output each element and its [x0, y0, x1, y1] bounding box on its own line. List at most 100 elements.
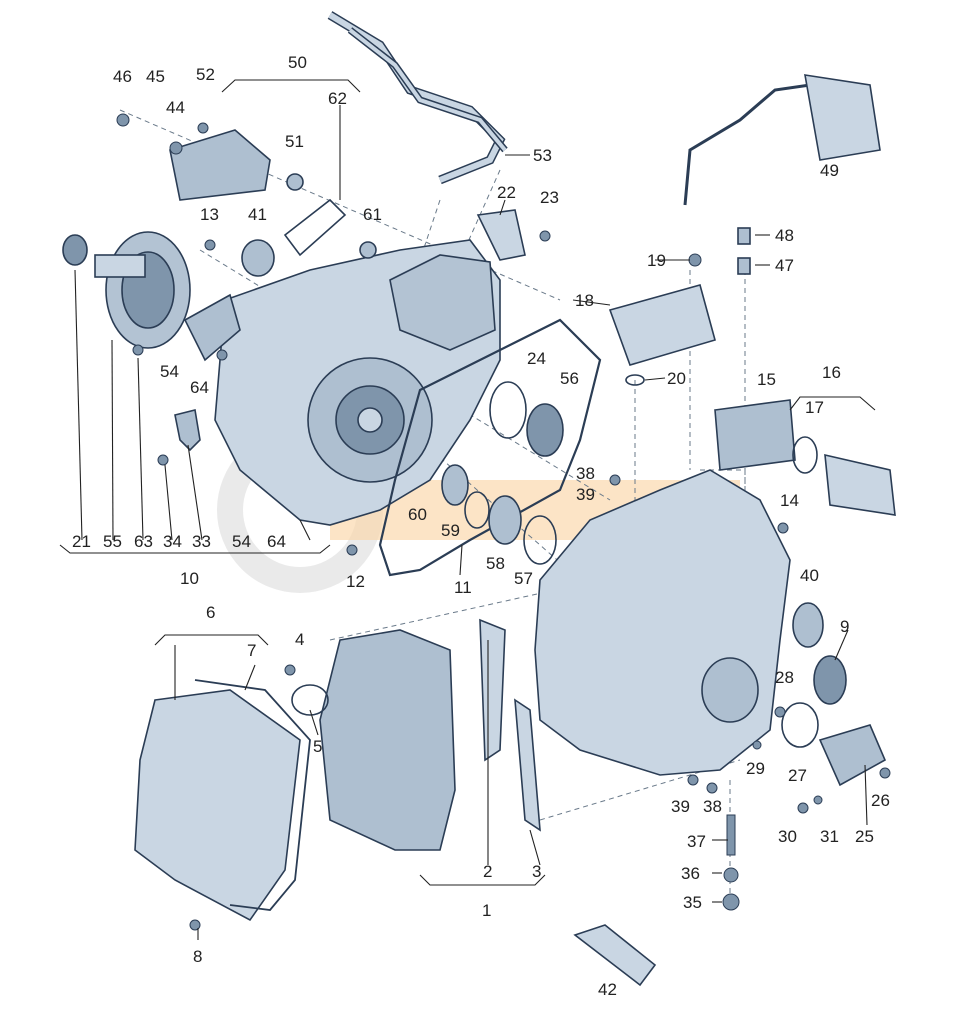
flange-25 — [818, 724, 887, 787]
callout-2: 2 — [483, 862, 492, 881]
callout-30: 30 — [778, 827, 797, 846]
sensor-bracket — [169, 129, 271, 201]
callout-38b: 38 — [703, 797, 722, 816]
control-unit — [804, 74, 881, 161]
callout-9: 9 — [840, 617, 849, 636]
callout-64b: 64 — [267, 532, 286, 551]
callout-54b: 54 — [232, 532, 251, 551]
seal-5 — [291, 684, 329, 716]
callout-1: 1 — [482, 901, 491, 920]
bracket-22 — [476, 209, 526, 261]
callout-17: 17 — [805, 398, 824, 417]
callout-41: 41 — [248, 205, 267, 224]
gasket-2 — [479, 618, 506, 762]
callout-39b: 39 — [671, 797, 690, 816]
callout-59: 59 — [441, 521, 460, 540]
seal-40 — [792, 602, 824, 648]
callout-55: 55 — [103, 532, 122, 551]
callout-45: 45 — [146, 67, 165, 86]
bearing-cap — [183, 293, 241, 362]
o-ring-27 — [781, 702, 819, 748]
gasket-62 — [283, 198, 347, 257]
plug-51 — [286, 173, 304, 191]
callout-49: 49 — [820, 161, 839, 180]
callout-16: 16 — [822, 363, 841, 382]
oil-filter — [714, 399, 796, 471]
case-bore — [701, 657, 759, 723]
callout-63: 63 — [134, 532, 153, 551]
oil-pan-gasket — [194, 679, 311, 911]
gasket-3 — [514, 698, 541, 832]
callout-50: 50 — [288, 53, 307, 72]
callout-22: 22 — [497, 183, 516, 202]
seal-rings — [441, 381, 564, 565]
oil-pan — [134, 689, 301, 922]
callout-46: 46 — [113, 67, 132, 86]
cover-9 — [813, 655, 847, 705]
callout-35: 35 — [683, 893, 702, 912]
callout-6: 6 — [206, 603, 215, 622]
callout-34: 34 — [163, 532, 182, 551]
callout-13: 13 — [200, 205, 219, 224]
callout-8: 8 — [193, 947, 202, 966]
callout-24: 24 — [527, 349, 546, 368]
callout-52: 52 — [196, 65, 215, 84]
callout-26: 26 — [871, 791, 890, 810]
callout-51: 51 — [285, 132, 304, 151]
callout-4: 4 — [295, 630, 304, 649]
shaft-seal — [62, 234, 88, 266]
callout-44: 44 — [166, 98, 185, 117]
sealant-tube — [573, 924, 657, 987]
filter-housing — [824, 453, 896, 516]
callout-37: 37 — [687, 832, 706, 851]
gearbox-housing — [214, 239, 501, 526]
callout-60: 60 — [408, 505, 427, 524]
callout-12: 12 — [346, 572, 365, 591]
oil-seal-41 — [241, 239, 275, 277]
control-unit-cable — [683, 83, 811, 206]
callout-labels: 46 45 44 52 50 62 51 53 49 22 23 13 41 6… — [72, 53, 890, 999]
callout-62: 62 — [328, 89, 347, 108]
o-ring-20 — [625, 374, 645, 386]
callout-58: 58 — [486, 554, 505, 573]
o-ring-17 — [792, 436, 818, 474]
callout-56: 56 — [560, 369, 579, 388]
callout-48: 48 — [775, 226, 794, 245]
callout-14: 14 — [780, 491, 799, 510]
callout-21: 21 — [72, 532, 91, 551]
callout-33: 33 — [192, 532, 211, 551]
callout-40: 40 — [800, 566, 819, 585]
callout-39a: 39 — [576, 485, 595, 504]
callout-27: 27 — [788, 766, 807, 785]
callout-25: 25 — [855, 827, 874, 846]
leader-lines — [74, 105, 868, 940]
housing-gasket — [378, 318, 602, 577]
callout-38: 38 — [576, 464, 595, 483]
valve-body — [319, 629, 456, 851]
ring-gear — [94, 231, 191, 349]
callout-53: 53 — [533, 146, 552, 165]
fitting-47 — [737, 257, 751, 275]
callout-11: 11 — [454, 578, 472, 597]
callout-28: 28 — [775, 668, 794, 687]
callout-42: 42 — [598, 980, 617, 999]
oil-cooler — [608, 284, 716, 366]
callout-54: 54 — [160, 362, 179, 381]
callout-36: 36 — [681, 864, 700, 883]
elbow-connector — [174, 409, 201, 452]
group-brackets — [59, 79, 876, 886]
oil-pipes — [327, 11, 508, 185]
callout-47: 47 — [775, 256, 794, 275]
callout-18: 18 — [575, 291, 594, 310]
screws — [116, 113, 891, 931]
callout-61: 61 — [363, 205, 382, 224]
callout-57: 57 — [514, 569, 533, 588]
callout-10: 10 — [180, 569, 199, 588]
callout-64: 64 — [190, 378, 209, 397]
callout-29: 29 — [746, 759, 765, 778]
callout-7: 7 — [247, 641, 256, 660]
callout-19: 19 — [647, 251, 666, 270]
fitting-48 — [737, 227, 751, 245]
callout-23: 23 — [540, 188, 559, 207]
